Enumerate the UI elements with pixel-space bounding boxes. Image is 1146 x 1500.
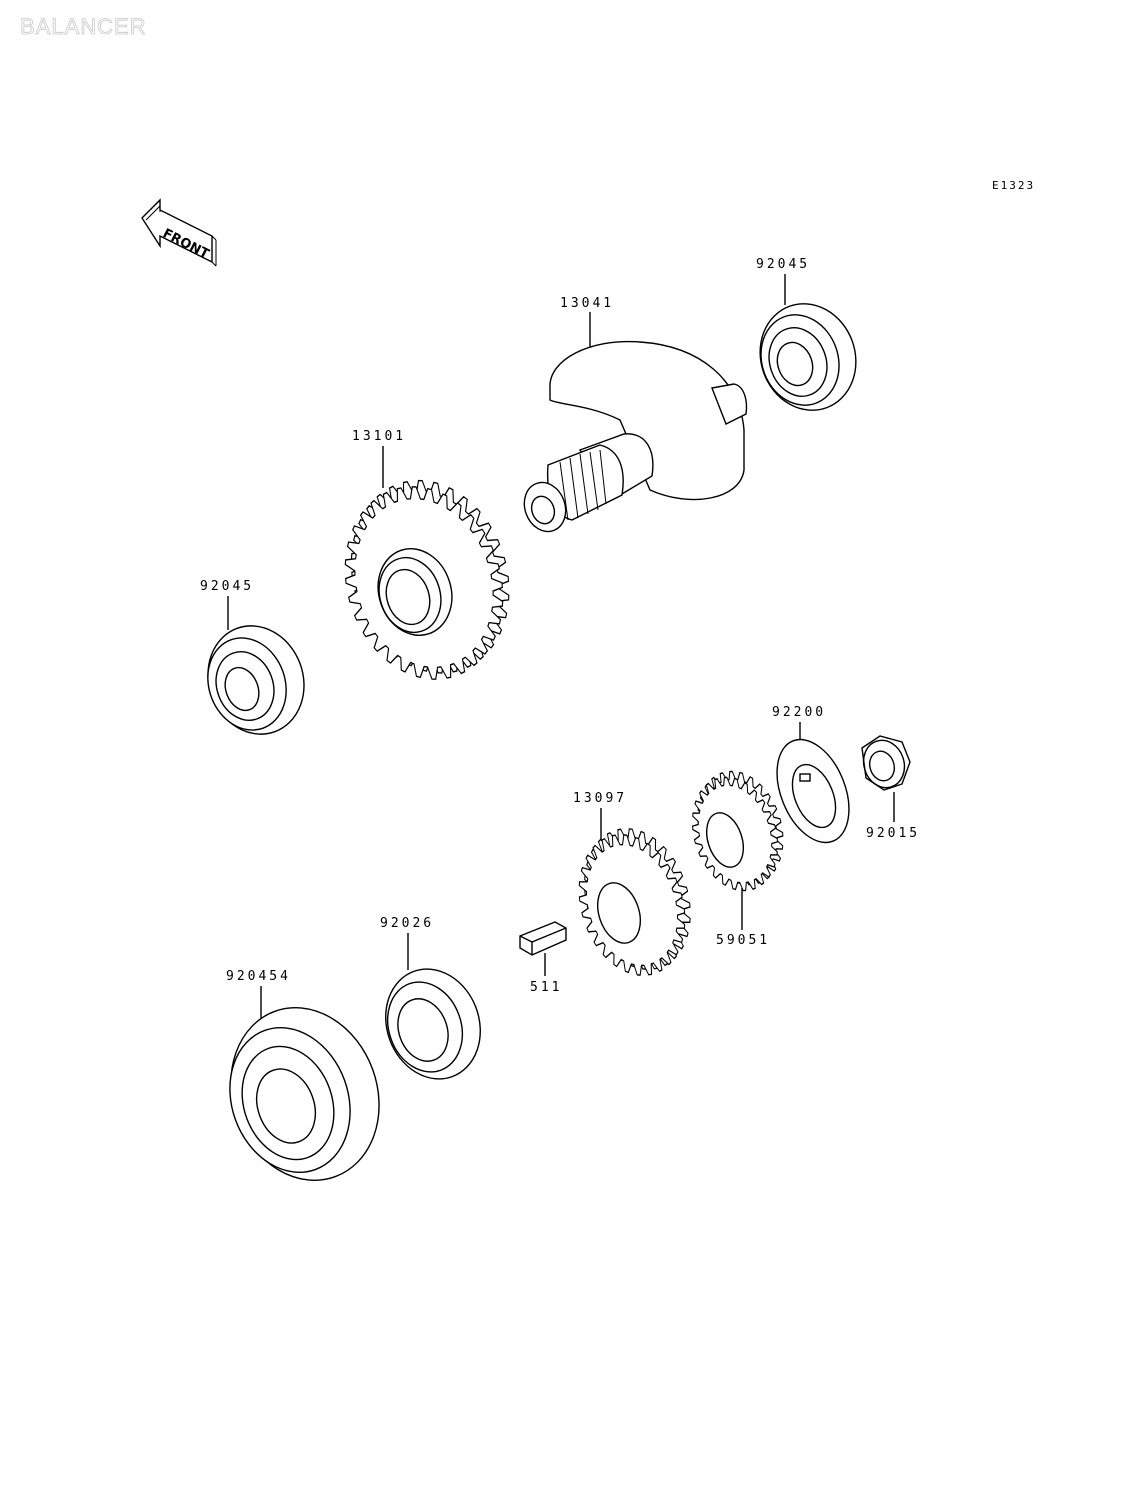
- part-number-label: 92200: [772, 705, 827, 720]
- part-number-label: 13101: [352, 429, 407, 444]
- part-number-label: 92015: [866, 826, 921, 841]
- part-number-label: 13097: [573, 791, 628, 806]
- drive-gear: [578, 808, 691, 976]
- part-number-label: 92045: [200, 579, 255, 594]
- bearing-large: [229, 986, 380, 1181]
- part-number-label: 59051: [716, 933, 771, 948]
- driven-gear: [344, 446, 510, 680]
- part-number-label: 92045: [756, 257, 811, 272]
- oil-seal: [385, 933, 481, 1080]
- lock-nut: [861, 735, 911, 822]
- front-arrow-icon: FRONT: [141, 198, 217, 267]
- part-number-label: 13041: [560, 296, 615, 311]
- part-number-label: 511: [530, 980, 563, 995]
- key: [519, 921, 567, 976]
- part-number-label: 92026: [380, 916, 435, 931]
- bearing-left: [207, 596, 305, 735]
- page-watermark: BALANCER: [20, 14, 147, 40]
- bearing-top: [759, 274, 857, 411]
- small-gear: [692, 770, 784, 930]
- balancer-shaft: [523, 312, 748, 533]
- part-number-label: 920454: [226, 969, 291, 984]
- diagram-code: E1323: [992, 179, 1036, 192]
- tab-washer: [776, 722, 850, 844]
